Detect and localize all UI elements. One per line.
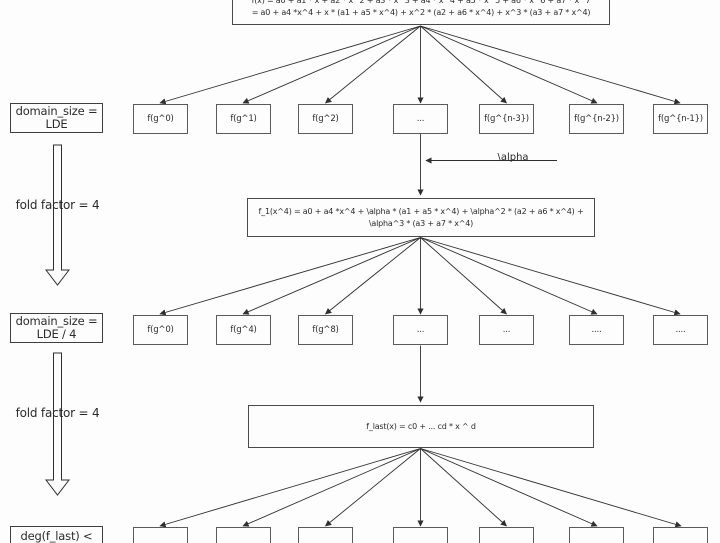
polynomial-box: f(x) = a0 + a1 * x + a2 * x^2 + a3 * x^3… — [232, 0, 610, 25]
leaf-box: f(g^{n-3}) — [479, 104, 534, 134]
leaf-box: .... — [569, 315, 624, 345]
leaf-box: ... — [479, 315, 534, 345]
leaf-box: f(g^0) — [133, 104, 188, 134]
alpha-arrow-label: \alpha — [497, 152, 529, 163]
leaf-box: .... — [653, 315, 708, 345]
f1-formula-line2: \alpha^3 * (a3 + a7 * x^4) — [368, 218, 474, 228]
flast-formula-box: f_last(x) = c0 + ... cd * x ^ d — [248, 405, 594, 448]
leaf-box: f(g^2) — [298, 104, 353, 134]
leaf-box — [479, 527, 534, 543]
f1-formula-line1: f_1(x^4) = a0 + a4 *x^4 + \alpha * (a1 +… — [258, 206, 584, 216]
fold-factor-label-2: fold factor = 4 — [15, 406, 100, 420]
leaf-box — [298, 527, 353, 543]
polynomial-line1: f(x) = a0 + a1 * x + a2 * x^2 + a3 * x^3… — [251, 0, 591, 5]
f1-formula-box: f_1(x^4) = a0 + a4 *x^4 + \alpha * (a1 +… — [247, 198, 595, 237]
leaf-box: f(g^4) — [216, 315, 271, 345]
leaf-box — [216, 527, 271, 543]
leaf-box: ... — [393, 104, 448, 134]
degree-bound-text: deg(f_last) < 256 — [20, 529, 93, 543]
fanout-arrows-level1 — [159, 25, 681, 105]
leaf-box: f(g^8) — [298, 315, 353, 345]
domain-size-lde4-label: domain_size = LDE / 4 — [10, 313, 103, 343]
domain-size-lde-line1: domain_size = — [15, 104, 98, 118]
fold-arrow-1 — [44, 144, 71, 286]
leaf-box: f(g^{n-1}) — [653, 104, 708, 134]
leaf-box — [569, 527, 624, 543]
leaf-box — [653, 527, 708, 543]
domain-size-lde-line2: LDE — [45, 117, 68, 131]
fanout-arrows-level2 — [159, 237, 681, 316]
degree-bound-label: deg(f_last) < 256 — [10, 526, 103, 543]
fold-arrow-2 — [44, 352, 71, 496]
leaf-box — [393, 527, 448, 543]
domain-size-lde-label: domain_size = LDE — [10, 103, 103, 133]
domain-size-lde4-line1: domain_size = — [15, 314, 98, 328]
polynomial-line2: = a0 + a4 *x^4 + x * (a1 + a5 * x^4) + x… — [251, 8, 591, 17]
fanout-arrows-level3 — [159, 448, 682, 528]
fold-factor-label-1: fold factor = 4 — [15, 198, 100, 212]
domain-size-lde4-line2: LDE / 4 — [36, 327, 77, 341]
leaf-box: f(g^0) — [133, 315, 188, 345]
leaf-box: ... — [393, 315, 448, 345]
leaf-box: f(g^1) — [216, 104, 271, 134]
leaf-box — [133, 527, 188, 543]
leaf-box: f(g^{n-2}) — [569, 104, 624, 134]
flast-formula-line1: f_last(x) = c0 + ... cd * x ^ d — [366, 421, 476, 431]
